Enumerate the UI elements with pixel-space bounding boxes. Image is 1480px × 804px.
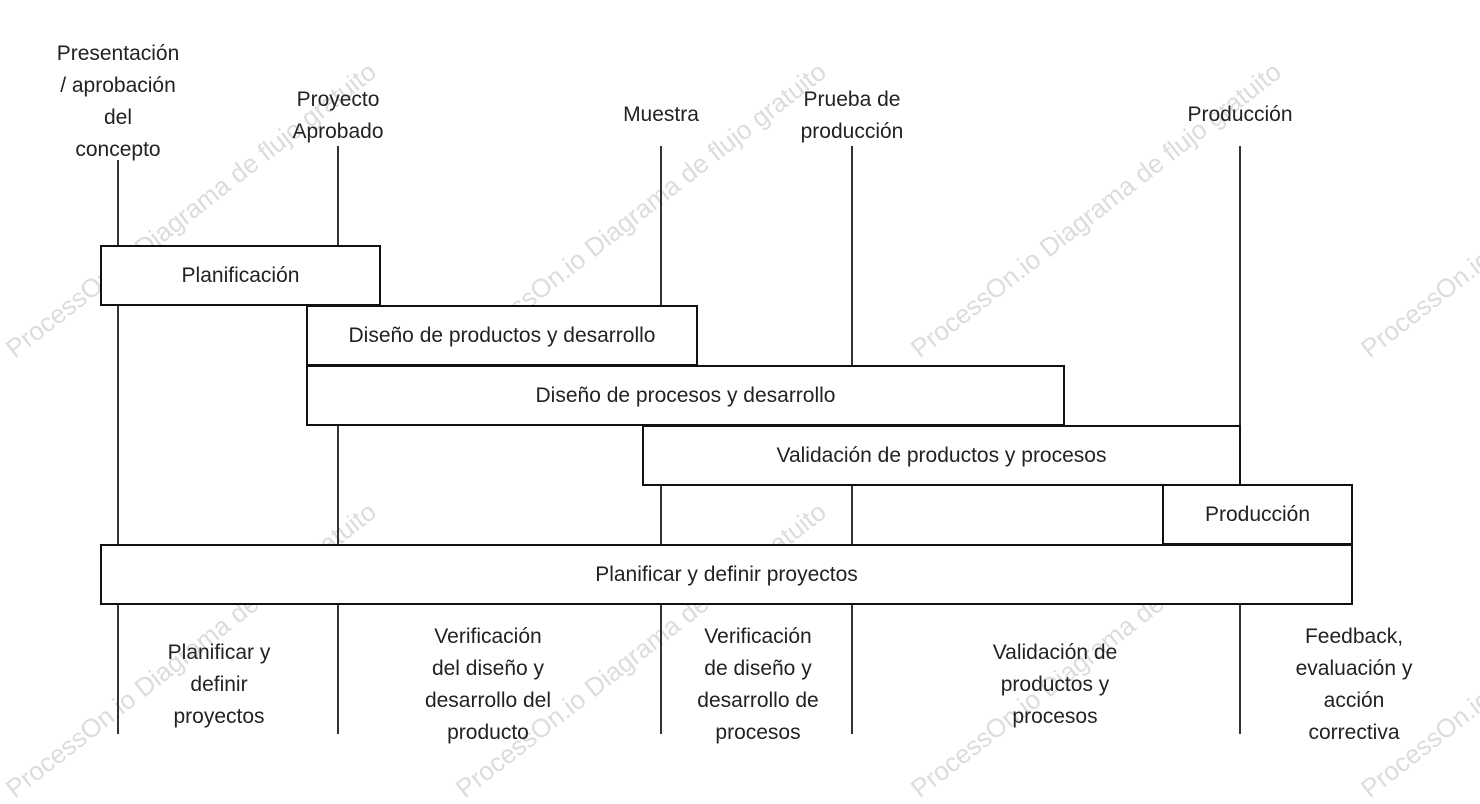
milestone-label-production-trial: Prueba de producción <box>800 88 904 143</box>
phase-bar-planning: Planificación <box>100 245 381 306</box>
apqp-timeline-diagram: ProcessOn.io Diagrama de flujo gratuito … <box>0 42 1480 804</box>
phase-bar-production: Producción <box>1162 484 1353 545</box>
output-label-plan-define: Planificar y definir proyectos <box>167 641 271 728</box>
phase-bar-plan-define-projects: Planificar y definir proyectos <box>100 544 1353 605</box>
milestone-line-concept <box>117 160 119 734</box>
milestone-label-production: Producción <box>1187 103 1293 126</box>
output-label-product-verification: Verificación del diseño y desarrollo del… <box>424 625 552 744</box>
output-label-feedback: Feedback, evaluación y acción correctiva <box>1295 625 1413 744</box>
milestone-line-project-approved <box>337 146 339 734</box>
phase-bar-validation: Validación de productos y procesos <box>642 425 1241 486</box>
milestone-label-sample: Muestra <box>623 103 699 126</box>
milestone-label-project-approved: Proyecto Aprobado <box>292 88 384 143</box>
phase-bar-product-design: Diseño de productos y desarrollo <box>306 305 698 366</box>
output-label-process-verification: Verificación de diseño y desarrollo de p… <box>697 625 819 744</box>
output-label-validation: Validación de productos y procesos <box>992 641 1118 728</box>
milestone-label-concept: Presentación / aprobación del concepto <box>56 42 180 161</box>
phase-bar-process-design: Diseño de procesos y desarrollo <box>306 365 1065 426</box>
watermark: ProcessOn.io Diagrama de flujo gratuito <box>1355 56 1480 364</box>
